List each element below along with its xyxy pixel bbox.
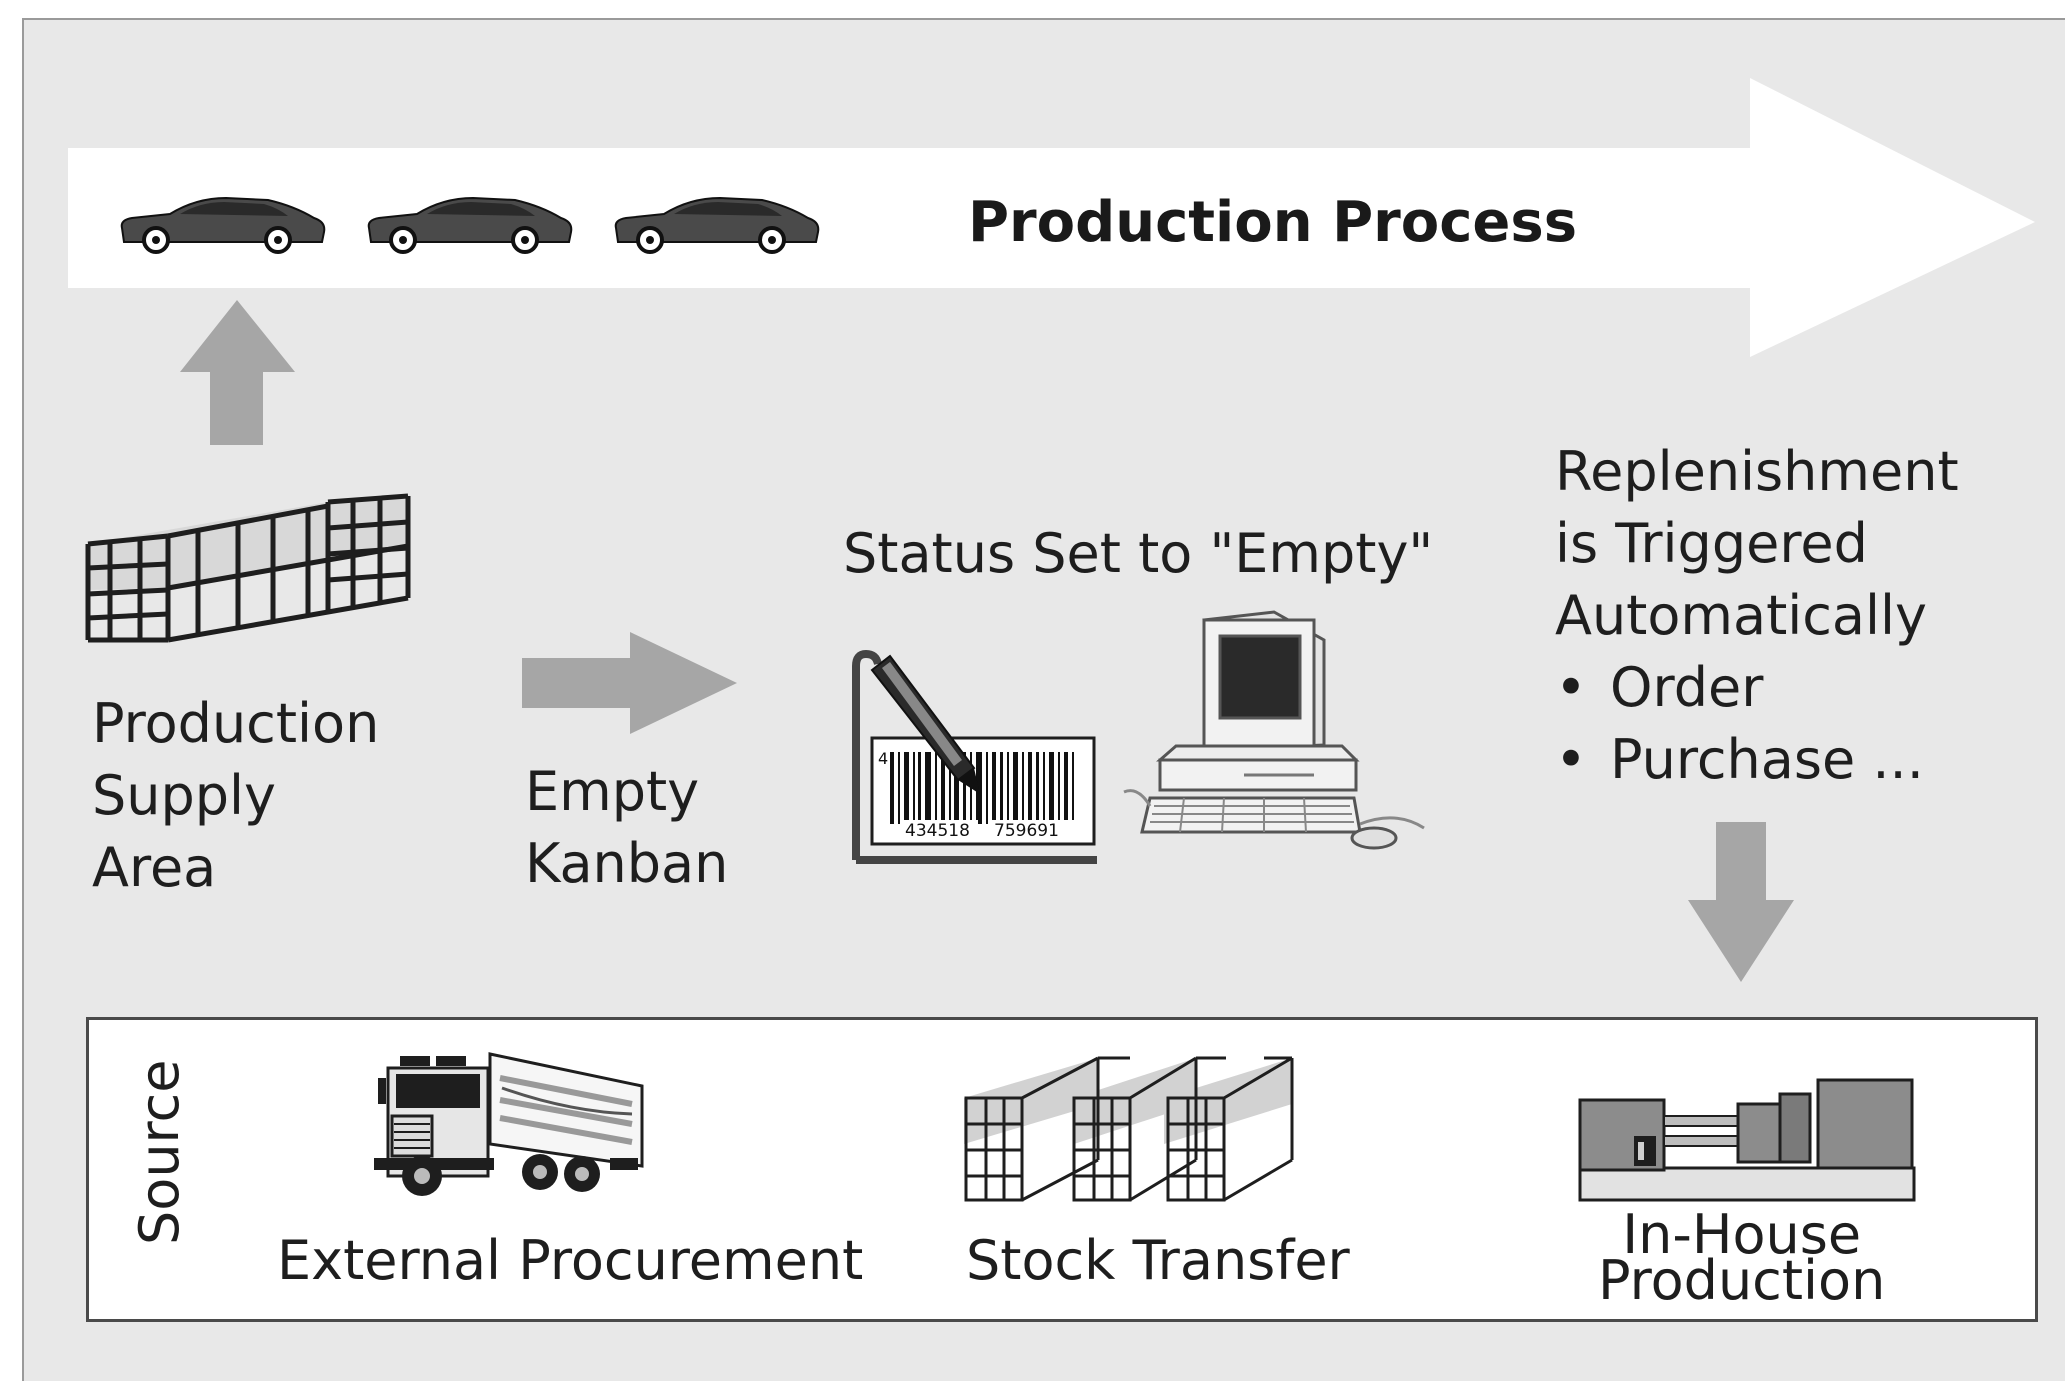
- barcode-icon: [890, 752, 1074, 824]
- replenishment-line: Automatically: [1555, 584, 1927, 647]
- replenishment-line: Replenishment: [1555, 440, 1959, 503]
- empty-kanban-line: Empty: [525, 760, 700, 823]
- supply-area-line: Area: [92, 836, 217, 899]
- external-procurement-label: External Procurement: [277, 1229, 864, 1292]
- car-icon: [120, 196, 326, 254]
- replenishment-line: is Triggered: [1555, 512, 1868, 575]
- barcode-right-digits: 759691: [994, 821, 1059, 841]
- right-arrow: [522, 632, 737, 734]
- warehouse-shelves-icon: [964, 1056, 1294, 1202]
- computer-icon: [1123, 610, 1425, 850]
- barcode-scanner-icon: 4 434518 759691: [852, 649, 1097, 864]
- stock-transfer-label: Stock Transfer: [966, 1229, 1350, 1292]
- replenishment-item-order: Order: [1555, 652, 1924, 724]
- in-house-line: Production: [1598, 1249, 1886, 1312]
- barcode-lead-digit: 4: [878, 749, 888, 768]
- supply-area-line: Supply: [92, 764, 277, 827]
- production-machine-icon: [1578, 1078, 1916, 1202]
- car-icon: [367, 196, 573, 254]
- down-arrow: [1688, 822, 1794, 982]
- production-process-title: Production Process: [968, 190, 1578, 255]
- replenishment-item-purchase: Purchase ...: [1555, 724, 1924, 796]
- supply-area-line: Production: [92, 692, 380, 755]
- pen-icon: [870, 654, 980, 794]
- in-house-production-label: In-House Production: [1598, 1203, 1886, 1312]
- status-label: Status Set to "Empty": [843, 522, 1434, 585]
- production-supply-area-label: Production Supply Area: [92, 688, 379, 904]
- in-house-line: In-House: [1622, 1203, 1862, 1266]
- barcode-left-digits: 434518: [905, 821, 970, 841]
- source-title: Source: [128, 1059, 191, 1245]
- replenishment-list: Order Purchase ...: [1555, 652, 1924, 796]
- truck-icon: [374, 1052, 644, 1196]
- replenishment-label: Replenishment is Triggered Automatically: [1555, 436, 1959, 652]
- car-icon: [614, 196, 820, 254]
- empty-kanban-line: Kanban: [525, 832, 729, 895]
- empty-kanban-label: Empty Kanban: [525, 756, 728, 900]
- shelf-icon: [85, 493, 411, 643]
- up-arrow: [180, 300, 295, 445]
